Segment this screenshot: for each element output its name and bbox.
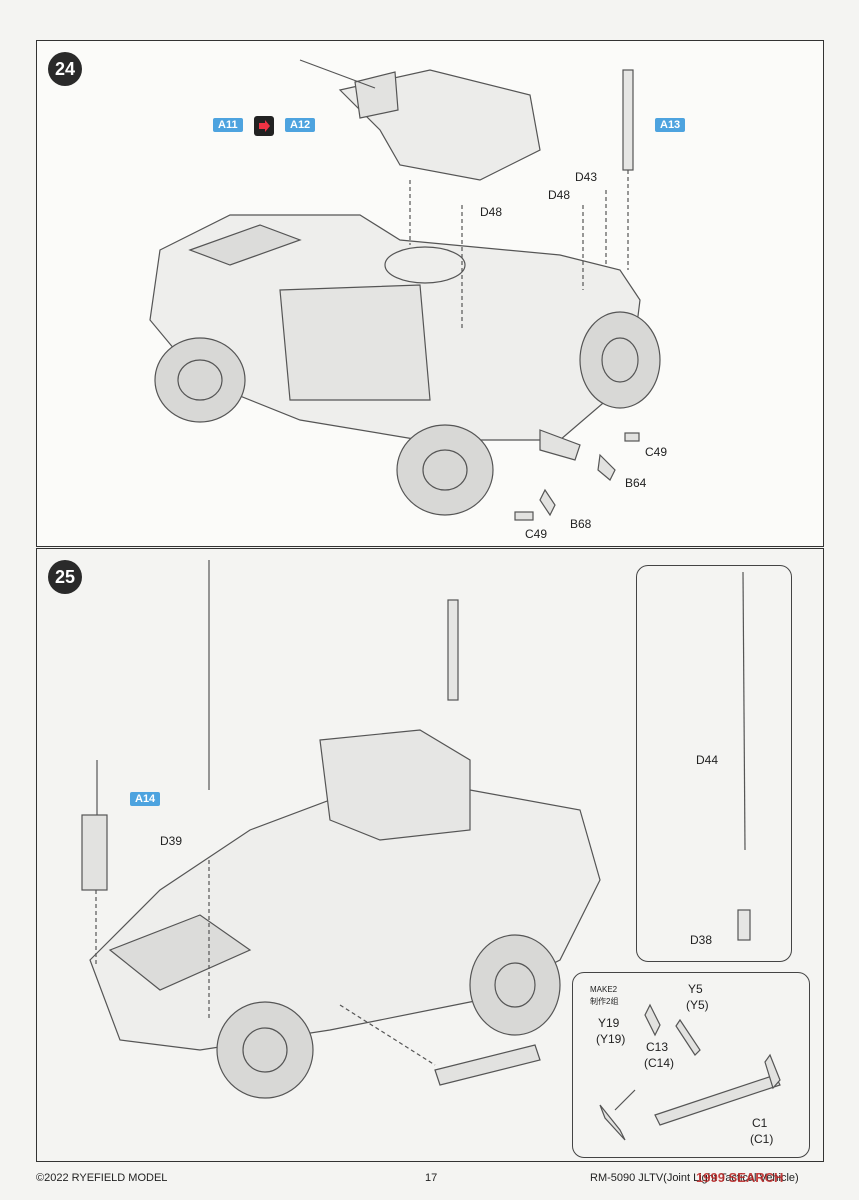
callout-b64: B64 bbox=[625, 476, 647, 490]
callout-c1-paren: (C1) bbox=[750, 1132, 774, 1146]
callout-a13: A13 bbox=[655, 118, 686, 132]
callout-d39: D39 bbox=[160, 834, 183, 848]
page-number: 17 bbox=[425, 1172, 438, 1184]
step-number-25: 25 bbox=[48, 560, 82, 594]
step-number-24: 24 bbox=[48, 52, 82, 86]
callout-y5: Y5 bbox=[688, 982, 703, 996]
make2-cn-label: 制作2组 bbox=[590, 997, 619, 1006]
step-25-panel bbox=[36, 548, 824, 1162]
callout-y5-paren: (Y5) bbox=[686, 998, 709, 1012]
callout-d44: D44 bbox=[696, 753, 719, 767]
callout-a12: A12 bbox=[285, 118, 316, 132]
step-board-inset-box bbox=[572, 972, 810, 1158]
watermark-logo: 1999 SEARCH bbox=[696, 1170, 784, 1185]
callout-y19: Y19 bbox=[598, 1016, 620, 1030]
callout-d48-1: D48 bbox=[480, 205, 503, 219]
antenna-inset-box bbox=[636, 565, 792, 962]
callout-d43: D43 bbox=[575, 170, 598, 184]
callout-d38: D38 bbox=[690, 933, 713, 947]
make2-label: MAKE2 bbox=[590, 985, 618, 994]
callout-c1: C1 bbox=[752, 1116, 768, 1130]
callout-c14-paren: (C14) bbox=[644, 1056, 675, 1070]
callout-b68: B68 bbox=[570, 517, 592, 531]
callout-y19-paren: (Y19) bbox=[596, 1032, 626, 1046]
arrow-right-icon bbox=[254, 116, 274, 136]
callout-a11: A11 bbox=[213, 118, 243, 132]
callout-d48-2: D48 bbox=[548, 188, 571, 202]
callout-c49-2: C49 bbox=[525, 527, 548, 541]
footer-model-title: RM-5090 JLTV(Joint Light Tactical Vehicl… bbox=[590, 1172, 799, 1184]
callout-c13: C13 bbox=[646, 1040, 669, 1054]
callout-c49-1: C49 bbox=[645, 445, 668, 459]
callout-a14: A14 bbox=[130, 792, 161, 806]
footer-copyright: ©2022 RYEFIELD MODEL bbox=[36, 1172, 168, 1184]
